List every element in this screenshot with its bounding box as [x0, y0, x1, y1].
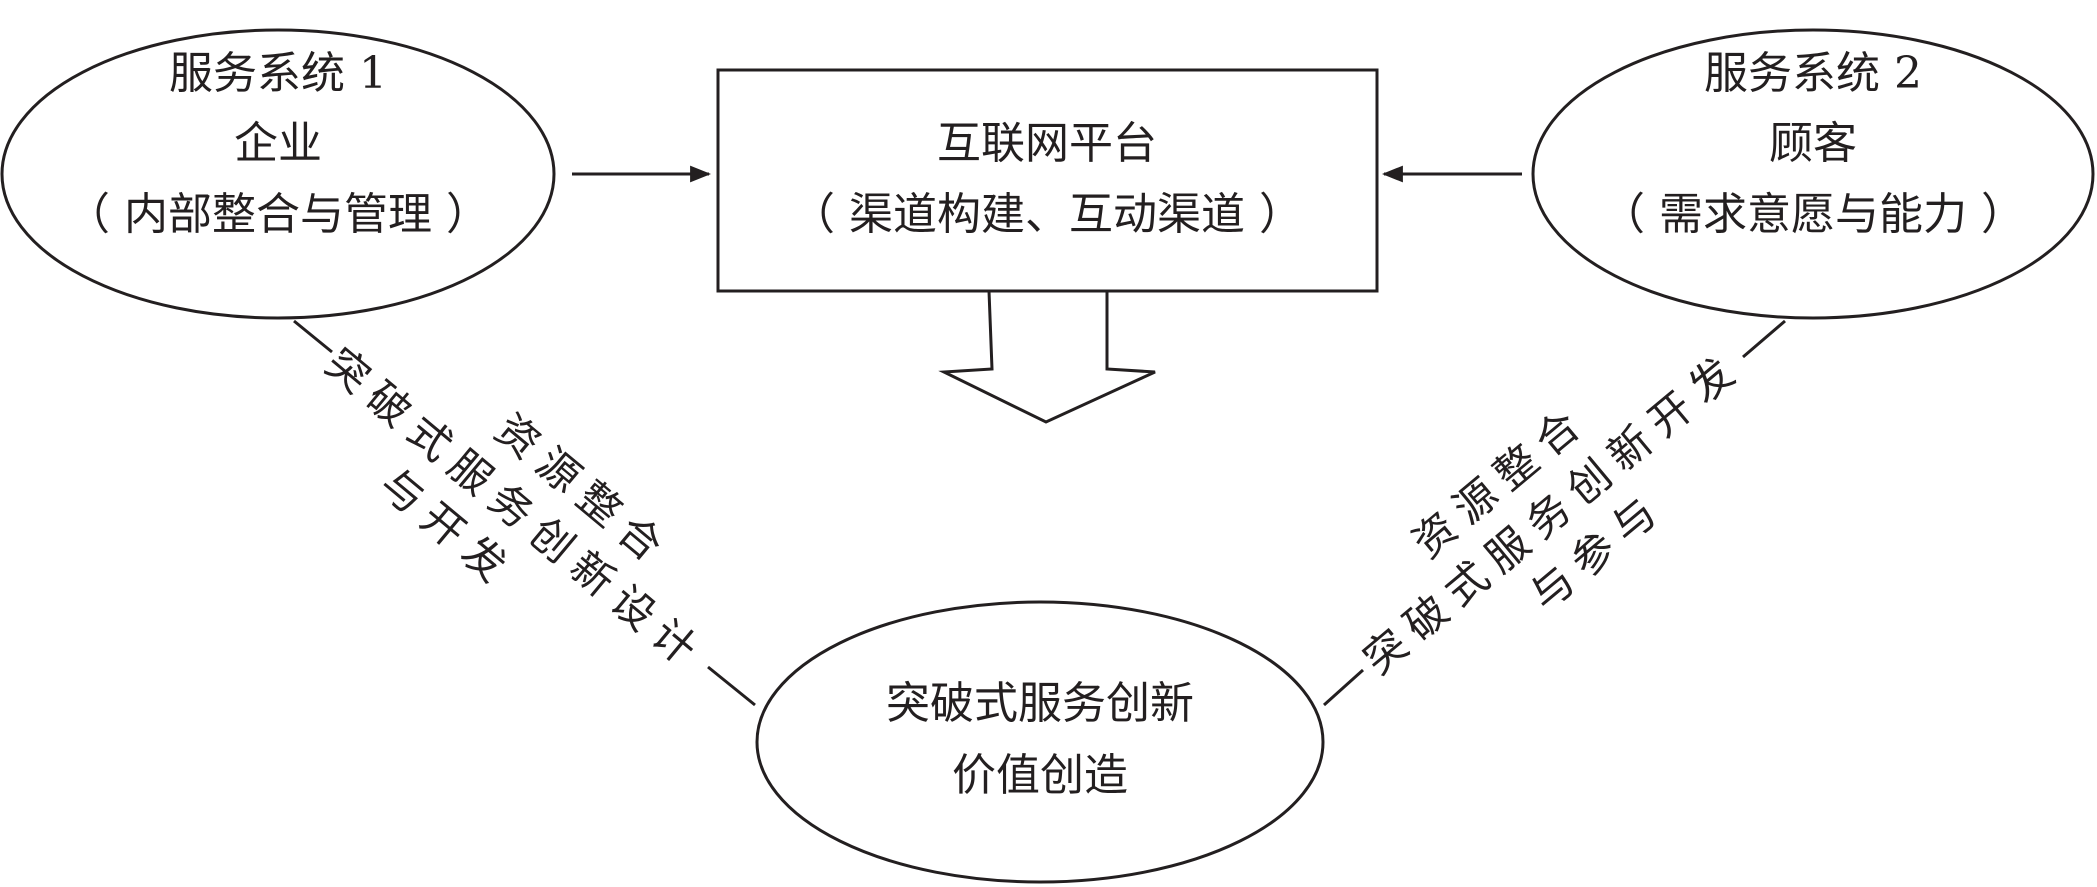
connector-line: [293, 319, 333, 354]
node-subtitle: 企业: [234, 118, 322, 169]
node-title: 服务系统 1: [169, 48, 387, 99]
node-subtitle: 顾客: [1769, 118, 1857, 169]
connector-line: [1742, 319, 1786, 359]
ellipse-shape: [755, 600, 1325, 884]
node-subtitle: 价值创造: [952, 750, 1128, 801]
node-title: 服务系统 2: [1704, 48, 1922, 99]
node-service-system-2: 服务系统 2 顾客 （ 需求意愿与能力 ）: [1531, 28, 2095, 320]
connector-line: [707, 665, 756, 707]
node-service-system-1: 服务系统 1 企业 （ 内部整合与管理 ）: [0, 28, 556, 320]
node-breakthrough-innovation: 突破式服务创新 价值创造: [755, 600, 1325, 884]
edge-label-line2: 突破式服务创新设计: [316, 338, 714, 681]
edge-left: 资源整合 突破式服务创新设计 与开发: [293, 319, 756, 707]
node-description: （ 渠道构建、互动渠道 ）: [791, 189, 1303, 240]
ellipse-shape: [0, 28, 556, 320]
edge-right: 资源整合 突破式服务创新开发 与参与: [1322, 319, 1786, 707]
node-description: （ 内部整合与管理 ）: [66, 189, 490, 240]
node-internet-platform: 互联网平台 （ 渠道构建、互动渠道 ）: [716, 68, 1379, 293]
edge-label-line2: 突破式服务创新开发: [1354, 341, 1752, 684]
node-description: （ 需求意愿与能力 ）: [1601, 189, 2025, 240]
block-arrow-down-icon: [938, 289, 1156, 424]
node-title: 突破式服务创新: [886, 678, 1194, 729]
connector-line: [1322, 668, 1365, 707]
box-shape: [716, 68, 1379, 293]
node-title: 互联网平台: [937, 118, 1157, 169]
ellipse-shape: [1531, 28, 2095, 320]
